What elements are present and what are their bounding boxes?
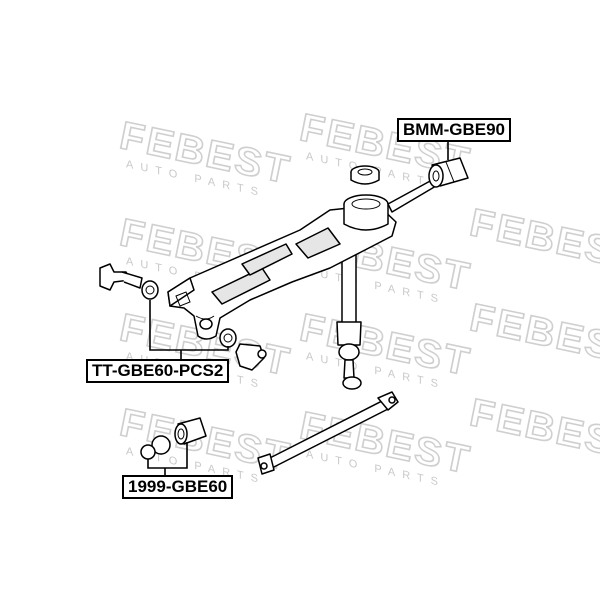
tt-gbe60-left-bushing xyxy=(141,280,159,300)
part-label-bmm-gbe90: BMM-GBE90 xyxy=(397,118,512,142)
part-label-1999-gbe60: 1999-GBE60 xyxy=(122,475,234,499)
watermark-word: FEBEST xyxy=(470,293,600,375)
leader-lines xyxy=(147,139,449,475)
shift-lever-shaft xyxy=(336,249,362,390)
watermark-logo: FEBEST xyxy=(469,198,600,281)
left-mount-bracket xyxy=(99,263,143,291)
shift-lever-ball-housing xyxy=(343,179,437,231)
watermark-word: FEBEST xyxy=(470,388,600,470)
watermark-logo: FEBEST AUTO PARTS xyxy=(299,303,472,392)
bmm-gbe90-bushing xyxy=(428,157,469,188)
right-mount-bracket xyxy=(235,343,267,371)
watermark-logo: FEBEST AUTO PARTS xyxy=(299,401,472,490)
ball-cap-bushing xyxy=(350,165,380,185)
shifter-support-frame xyxy=(167,204,397,340)
watermark-logo: FEBEST xyxy=(469,293,600,376)
tt-gbe60-right-bushing xyxy=(219,328,237,348)
part-label-tt-gbe60-pcs2: TT-GBE60-PCS2 xyxy=(86,359,230,383)
watermark-logo: FEBEST AUTO PARTS xyxy=(119,111,292,200)
watermark-logo: FEBEST xyxy=(469,388,600,471)
shift-linkage-rod xyxy=(257,391,399,475)
watermark-word: FEBEST xyxy=(470,198,600,280)
